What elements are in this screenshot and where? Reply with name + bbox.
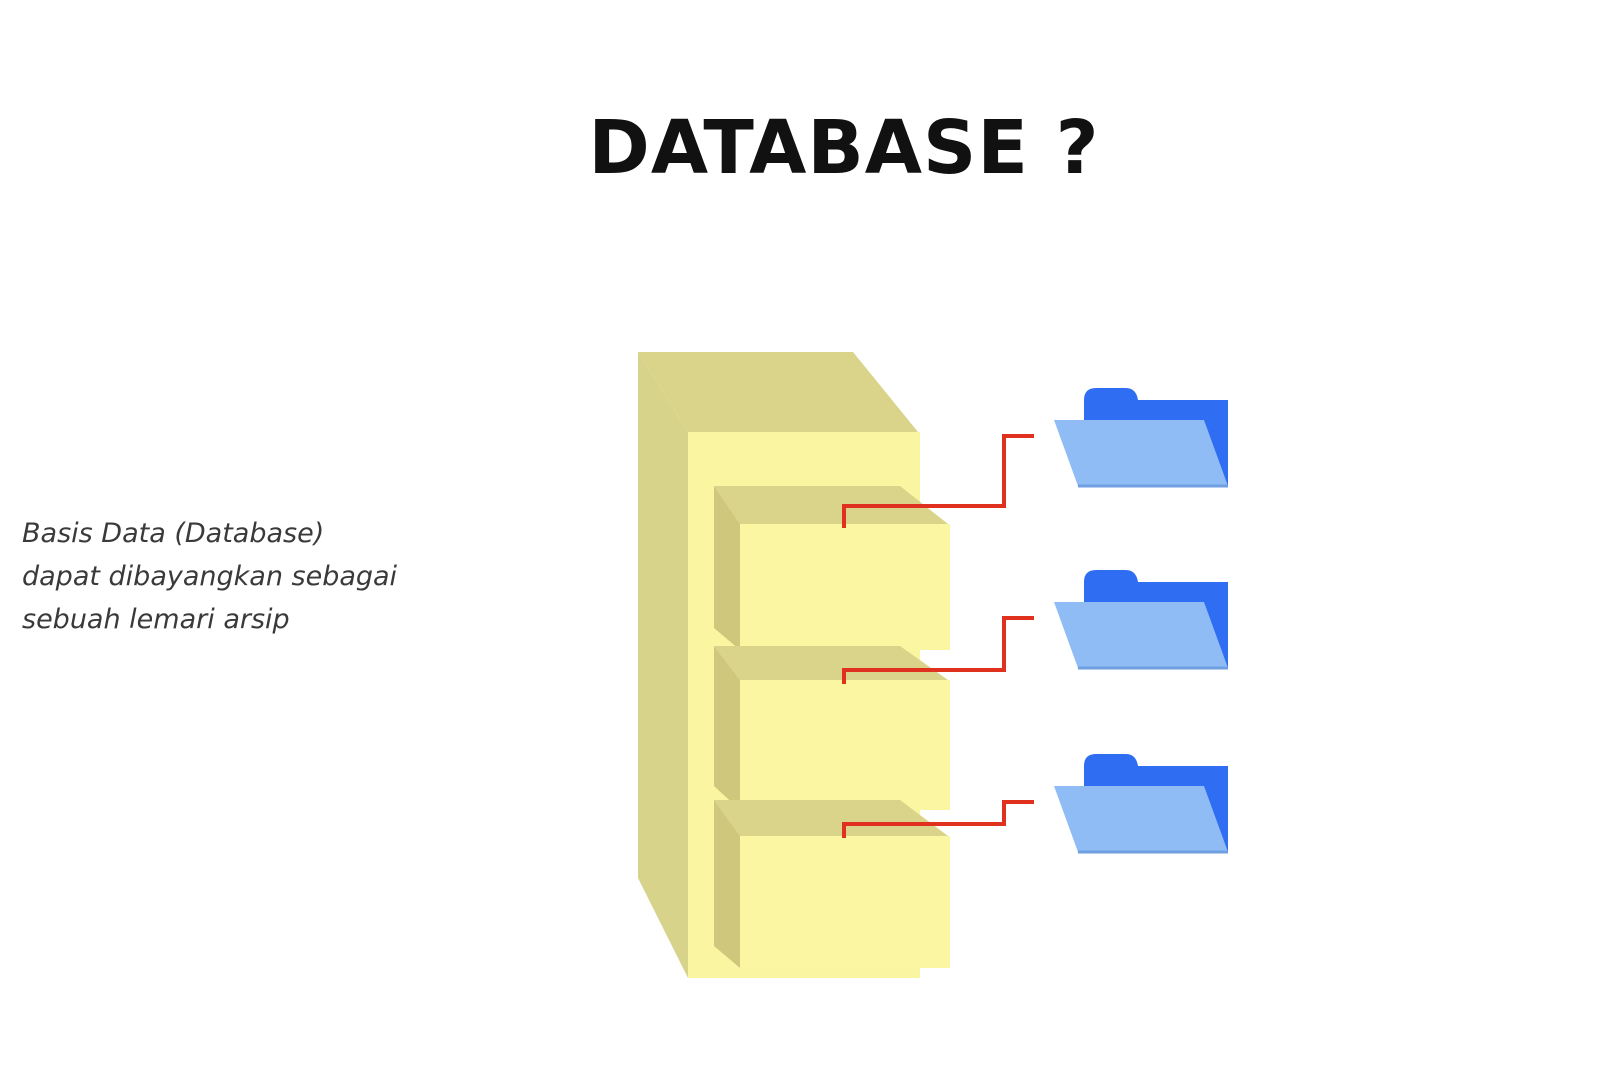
folder-icon [1054, 754, 1228, 854]
cabinet-side [638, 352, 688, 978]
drawer-front [740, 524, 950, 650]
cabinet-drawer-1 [714, 486, 950, 650]
drawer-top [714, 800, 948, 836]
slide-caption: Basis Data (Database) dapat dibayangkan … [22, 512, 462, 641]
caption-line-1: Basis Data (Database) [22, 518, 325, 549]
folder-icon [1054, 388, 1228, 488]
caption-line-3: sebuah lemari arsip [22, 604, 290, 635]
folder-icon [1054, 570, 1228, 670]
drawer-side [714, 646, 740, 810]
drawer-front [740, 680, 950, 810]
connector-line-2 [842, 616, 1034, 684]
connector-line-3 [842, 800, 1034, 838]
folder-front [1054, 602, 1228, 668]
drawer-front [740, 836, 950, 968]
connector-lines [842, 434, 1034, 838]
caption-line-2: dapat dibayangkan sebagai [22, 561, 398, 592]
drawer-side [714, 800, 740, 968]
connector-line-1 [842, 434, 1034, 528]
cabinet-drawer-3 [714, 800, 950, 968]
drawer-top [714, 486, 948, 524]
slide-title: DATABASE ? [588, 105, 1100, 191]
drawer-side [714, 486, 740, 650]
cabinet-top [638, 352, 918, 432]
folder-front [1054, 786, 1228, 852]
filing-cabinet-icon [638, 352, 950, 978]
folder-front [1054, 420, 1228, 486]
